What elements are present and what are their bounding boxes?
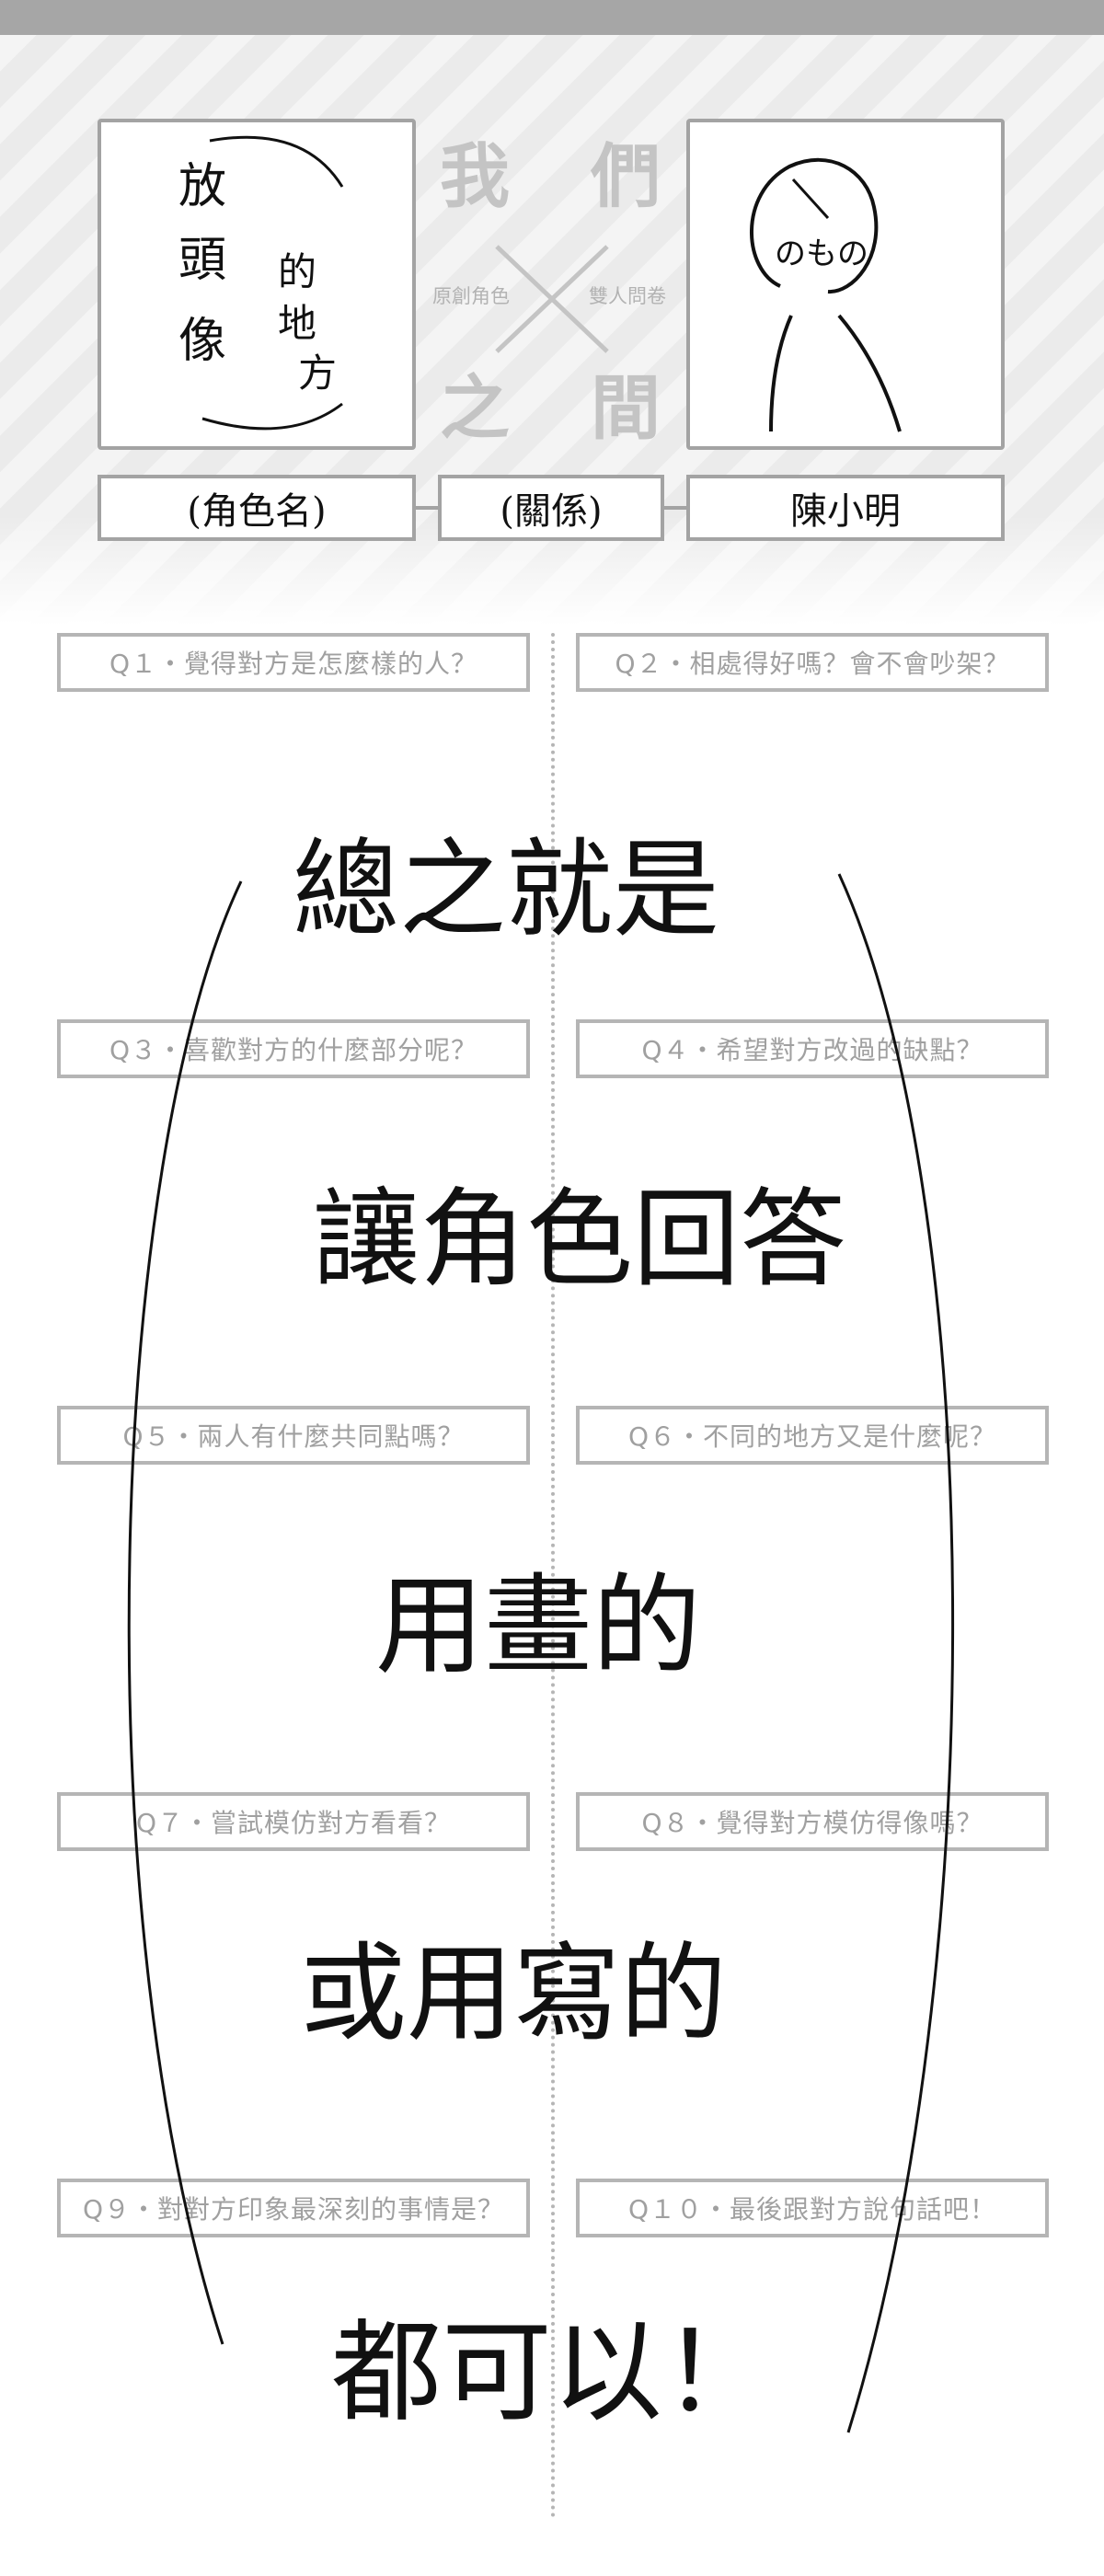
handwriting-line-2: 讓角色回答 xyxy=(313,1178,846,1302)
question-5-box: Q５・兩人有什麼共同點嗎？ xyxy=(57,1406,530,1465)
handwriting-line-4: 或用寫的 xyxy=(300,1932,727,2056)
name-connector-right xyxy=(664,506,686,510)
avatar-note-char-1: 放 xyxy=(178,159,227,214)
title-char-2: 們 xyxy=(591,135,661,217)
stick-figure-drawing xyxy=(750,157,902,432)
avatar-note-char-3: 像 xyxy=(178,314,227,369)
avatar-scribble-text: のもの xyxy=(775,236,868,272)
question-4-box: Q４・希望對方改過的缺點？ xyxy=(576,1019,1049,1078)
avatar-note-char-6: 方 xyxy=(298,351,338,396)
handwriting-line-1: 總之就是 xyxy=(293,828,719,952)
left-avatar-arcs xyxy=(201,135,344,431)
right-avatar-frame[interactable]: のもの xyxy=(686,119,1005,450)
relationship-box[interactable]: (關係) xyxy=(438,475,664,541)
question-8-box: Q８・覺得對方模仿得像嗎？ xyxy=(576,1792,1049,1851)
left-avatar-frame[interactable]: 放 頭 像 的 地 方 xyxy=(98,119,416,450)
left-bracket-stroke xyxy=(127,880,243,2345)
center-divider xyxy=(551,633,555,2519)
question-7-box: Q７・嘗試模仿對方看看？ xyxy=(57,1792,530,1851)
question-3-box: Q３・喜歡對方的什麼部分呢？ xyxy=(57,1019,530,1078)
title-char-3: 之 xyxy=(440,367,510,449)
left-character-name-box[interactable]: (角色名) xyxy=(98,475,416,541)
question-2-box: Q２・相處得好嗎？會不會吵架？ xyxy=(576,633,1049,692)
right-character-name-box[interactable]: 陳小明 xyxy=(686,475,1005,541)
original-character-tag: 原創角色 xyxy=(432,285,510,307)
top-bar xyxy=(0,0,1104,35)
title-char-1: 我 xyxy=(440,135,510,217)
name-connector-left xyxy=(416,506,438,510)
avatar-note-char-4: 的 xyxy=(278,249,317,294)
question-10-box: Q１０・最後跟對方說句話吧！ xyxy=(576,2179,1049,2237)
cross-icon xyxy=(495,245,609,353)
question-6-box: Q６・不同的地方又是什麼呢？ xyxy=(576,1406,1049,1465)
handwriting-line-5: 都可以！ xyxy=(331,2309,773,2437)
handwriting-line-3: 用畫的 xyxy=(375,1562,702,1689)
question-9-box: Q９・對對方印象最深刻的事情是？ xyxy=(57,2179,530,2237)
avatar-note-char-2: 頭 xyxy=(178,233,227,288)
dual-questionnaire-tag: 雙人問卷 xyxy=(589,285,666,307)
title-char-4: 間 xyxy=(591,367,661,449)
question-1-box: Q１・覺得對方是怎麼樣的人？ xyxy=(57,633,530,692)
avatar-note-char-5: 地 xyxy=(278,301,317,346)
